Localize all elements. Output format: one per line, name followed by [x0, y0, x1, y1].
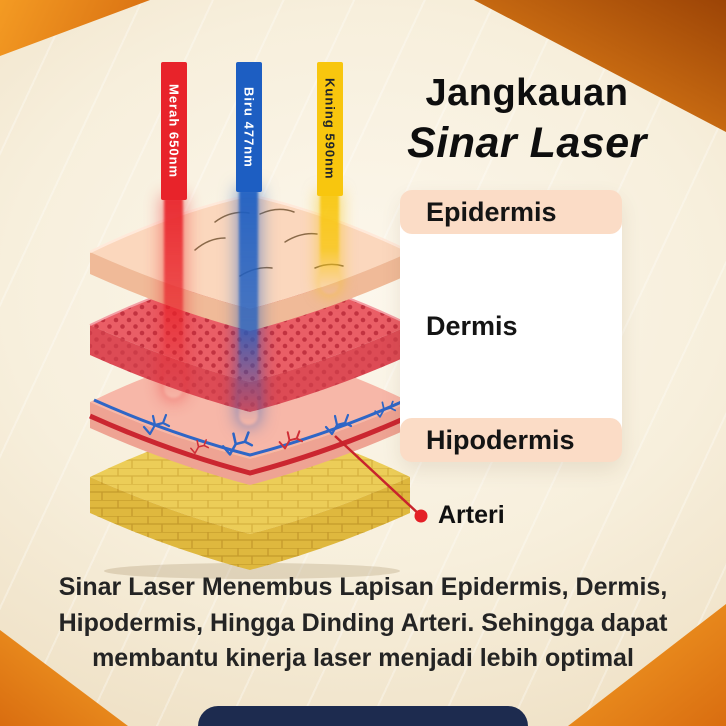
arteri-leader: [334, 435, 428, 523]
artery-line: [88, 413, 412, 476]
caption-text: Sinar Laser Menembus Lapisan Epidermis, …: [20, 570, 706, 677]
label-hipodermis: Hipodermis: [400, 418, 622, 462]
bottom-banner: [198, 706, 528, 726]
laser-ribbon-kuning-label: Kuning 590nm: [322, 78, 338, 180]
corner-decoration-top-left: [0, 0, 150, 56]
laser-ribbon-merah-label: Merah 650nm: [166, 83, 182, 179]
arteri-pointer-dot: [414, 509, 428, 523]
layer-label-panel: Epidermis Dermis Hipodermis: [400, 190, 622, 462]
laser-beam-red: [164, 198, 183, 398]
caption-line-3: membantu kinerja laser menjadi lebih opt…: [92, 644, 634, 672]
laser-beam-yellow: [320, 194, 339, 294]
hair-strands: [194, 208, 344, 277]
laser-ribbon-biru: Biru 477nm: [236, 62, 262, 192]
laser-beam-blue: [239, 190, 258, 425]
vein-line: [93, 398, 407, 457]
arteri-leader-line: [334, 435, 422, 517]
diagram-ground-shadow: [104, 563, 400, 579]
label-epidermis: Epidermis: [400, 190, 622, 234]
laser-ribbon-biru-label: Biru 477nm: [241, 86, 257, 168]
title-line-1: Jangkauan: [425, 72, 629, 114]
laser-ribbon-merah: Merah 650nm: [161, 62, 187, 200]
label-arteri: Arteri: [438, 501, 505, 529]
laser-ribbon-kuning: Kuning 590nm: [317, 62, 343, 196]
page-title: Jangkauan Sinar Laser: [394, 72, 660, 168]
caption-line-2: Hipodermis, Hingga Dinding Arteri. Sehin…: [58, 608, 668, 637]
title-line-2: Sinar Laser: [407, 119, 647, 167]
caption-line-1: Sinar Laser Menembus Lapisan Epidermis, …: [58, 573, 668, 601]
label-dermis: Dermis: [426, 310, 518, 341]
